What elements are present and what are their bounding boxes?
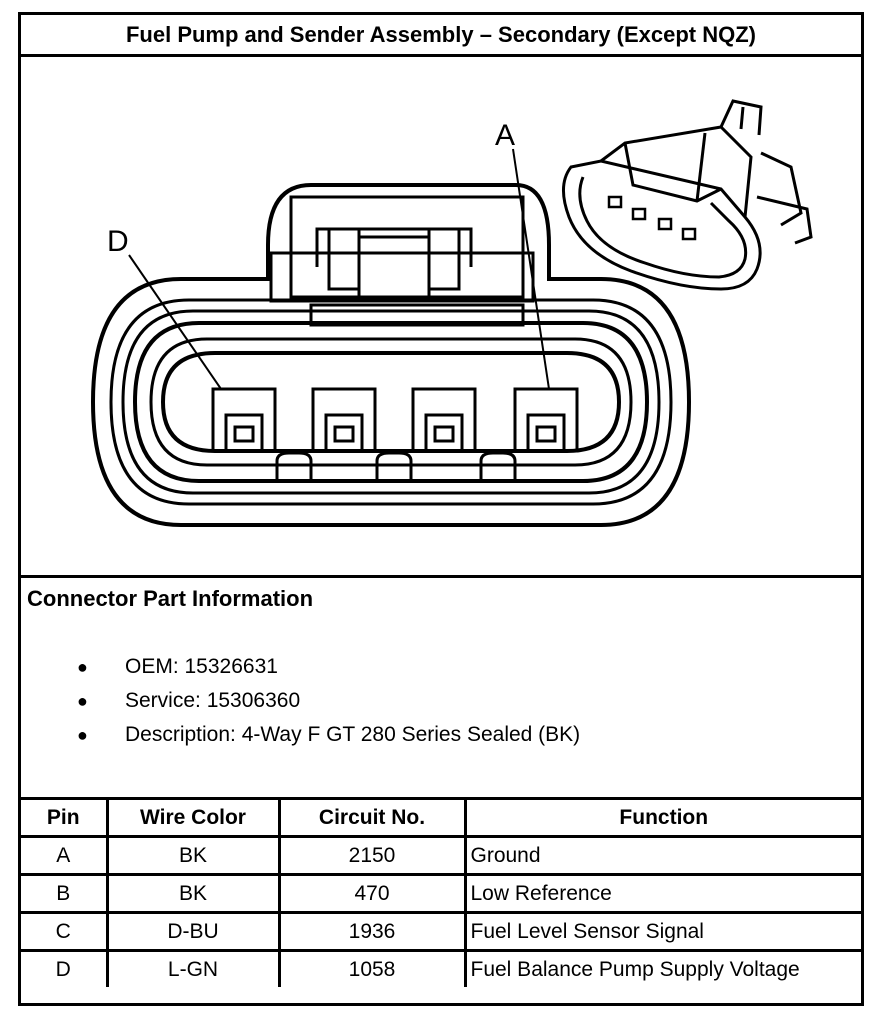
table-row: B BK 470 Low Reference xyxy=(21,873,861,914)
cell-pin: A xyxy=(21,835,109,876)
table-header-row: Pin Wire Color Circuit No. Function xyxy=(21,797,861,838)
cell-function: Fuel Balance Pump Supply Voltage xyxy=(463,949,861,987)
header-circuit-no: Circuit No. xyxy=(277,797,467,838)
table-row: D L-GN 1058 Fuel Balance Pump Supply Vol… xyxy=(21,949,861,987)
info-item-description: ● Description: 4-Way F GT 280 Series Sea… xyxy=(21,718,580,752)
info-list: ● OEM: 15326631 ● Service: 15306360 ● De… xyxy=(21,650,580,752)
bullet-icon: ● xyxy=(77,691,88,711)
connector-diagram: D A xyxy=(90,99,813,527)
cell-function: Ground xyxy=(463,835,861,876)
header-function: Function xyxy=(463,797,861,838)
connector-face-icon xyxy=(90,148,692,527)
cell-circuit: 1936 xyxy=(277,911,467,952)
cell-function: Low Reference xyxy=(463,873,861,914)
info-item-service: ● Service: 15306360 xyxy=(21,684,580,718)
info-heading: Connector Part Information xyxy=(27,586,314,611)
info-item-text: Description: 4-Way F GT 280 Series Seale… xyxy=(125,723,581,746)
cell-pin: D xyxy=(21,949,109,987)
cell-wire-color: L-GN xyxy=(105,949,281,987)
pin-label-a: A xyxy=(495,119,515,152)
cell-pin: B xyxy=(21,873,109,914)
header-pin: Pin xyxy=(21,797,109,838)
pinout-table: Pin Wire Color Circuit No. Function A BK… xyxy=(21,797,861,987)
info-item-oem: ● OEM: 15326631 xyxy=(21,650,580,684)
cell-wire-color: D-BU xyxy=(105,911,281,952)
info-item-text: OEM: 15326631 xyxy=(125,655,278,678)
table-row: A BK 2150 Ground xyxy=(21,835,861,876)
info-item-text: Service: 15306360 xyxy=(125,689,301,712)
connector-3d-icon xyxy=(562,99,813,291)
connector-part-info: Connector Part Information ● OEM: 153266… xyxy=(21,575,861,797)
table-row: C D-BU 1936 Fuel Level Sensor Signal xyxy=(21,911,861,952)
bullet-icon: ● xyxy=(77,657,88,677)
bullet-icon: ● xyxy=(77,725,88,745)
cell-circuit: 470 xyxy=(277,873,467,914)
pin-label-d: D xyxy=(107,225,129,258)
page-title: Fuel Pump and Sender Assembly – Secondar… xyxy=(21,15,861,57)
cell-function: Fuel Level Sensor Signal xyxy=(463,911,861,952)
cell-pin: C xyxy=(21,911,109,952)
header-wire-color: Wire Color xyxy=(105,797,281,838)
connector-sheet: Fuel Pump and Sender Assembly – Secondar… xyxy=(18,12,864,1006)
cell-wire-color: BK xyxy=(105,873,281,914)
cell-circuit: 1058 xyxy=(277,949,467,987)
cell-wire-color: BK xyxy=(105,835,281,876)
cell-circuit: 2150 xyxy=(277,835,467,876)
